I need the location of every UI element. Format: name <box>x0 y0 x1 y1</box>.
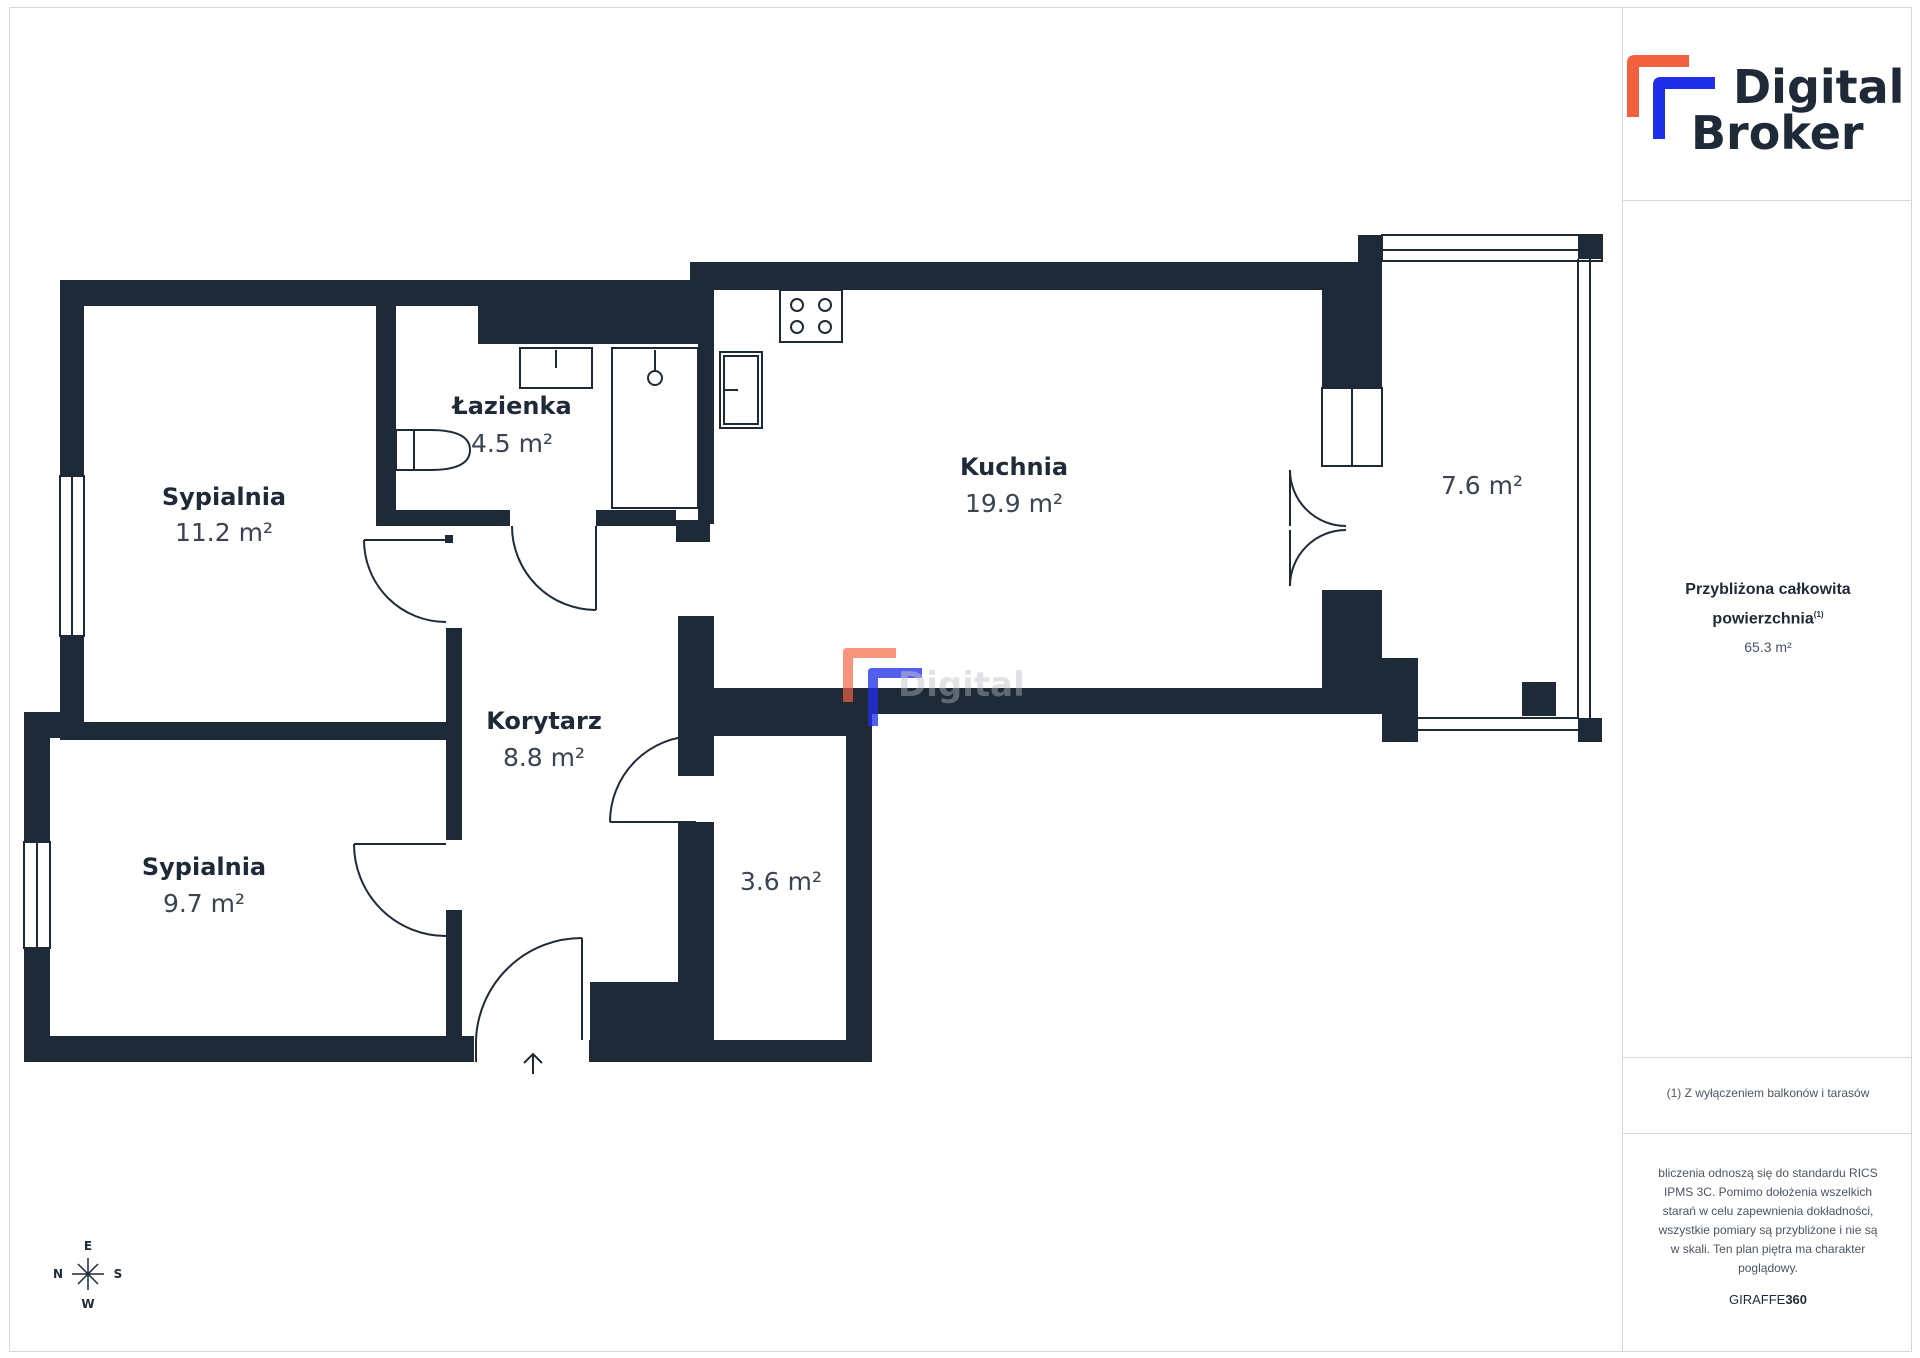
room-label-bedroom-2: Sypialnia <box>142 853 266 881</box>
brand-prefix: GIRAFFE <box>1728 1292 1786 1307</box>
compass-right: S <box>114 1267 123 1281</box>
area-summary: Przybliżona całkowita powierzchnia(1) 65… <box>1623 577 1913 655</box>
room-area-kitchen: 19.9 m² <box>965 489 1063 518</box>
watermark-text: Digital <box>898 665 1025 705</box>
compass-icon: E N S W <box>53 1239 122 1311</box>
sidebar: Digital Broker Przybliżona całkowita pow… <box>1622 7 1912 1352</box>
entrance-arrow-icon <box>523 1052 543 1074</box>
summary-value: 65.3 m² <box>1744 639 1792 656</box>
doors <box>353 469 1347 1062</box>
logo-mark-orange <box>1627 55 1689 117</box>
floor-plan: Digital Sypialnia 11.2 m² Łazienka 4.5 m… <box>23 234 1603 1311</box>
summary-footnote-mark: (1) <box>1813 610 1824 619</box>
room-area-balcony: 7.6 m² <box>1441 471 1523 500</box>
logo-text-broker: Broker <box>1691 106 1864 160</box>
footnote: (1) Z wyłączeniem balkonów i tarasów <box>1666 1086 1870 1100</box>
summary-title-line1: Przybliżona całkowita <box>1685 581 1851 598</box>
room-label-bedroom-1: Sypialnia <box>162 483 286 511</box>
compass-top: E <box>84 1239 92 1253</box>
balcony-window <box>1321 387 1383 467</box>
window-lines <box>36 476 73 948</box>
room-area-storage: 3.6 m² <box>740 867 822 896</box>
room-area-corridor: 8.8 m² <box>503 743 585 772</box>
summary-title: Przybliżona całkowita powierzchnia(1) <box>1623 577 1913 631</box>
sidebar-divider <box>1623 200 1912 201</box>
watermark-logo: Digital <box>843 648 1025 726</box>
compass-bottom: W <box>81 1297 94 1311</box>
room-area-bedroom-2: 9.7 m² <box>163 889 245 918</box>
summary-title-line2: powierzchnia <box>1712 610 1814 628</box>
logo-mark-blue <box>1653 77 1715 139</box>
walls <box>24 235 1602 1062</box>
sheet-border <box>9 7 1912 1352</box>
room-area-bedroom-1: 11.2 m² <box>175 518 273 547</box>
room-area-bathroom: 4.5 m² <box>471 429 553 458</box>
room-label-bathroom: Łazienka <box>450 392 571 420</box>
stove-icon <box>779 289 843 343</box>
disclaimer: bliczenia odnoszą się do standardu RICS … <box>1658 1166 1878 1275</box>
logo-text-digital: Digital <box>1733 60 1904 114</box>
room-label-corridor: Korytarz <box>486 707 602 735</box>
sidebar-divider <box>1623 1057 1912 1058</box>
balcony-railing <box>1381 234 1603 731</box>
fixtures <box>395 289 843 509</box>
room-label-kitchen: Kuchnia <box>960 453 1068 481</box>
brand-logo: Digital Broker <box>1623 7 1913 200</box>
toilet-icon <box>395 429 472 471</box>
sidebar-divider <box>1623 1133 1912 1134</box>
compass-left: N <box>53 1267 63 1281</box>
brand-suffix: 360 <box>1785 1292 1808 1307</box>
giraffe-brand: GIRAFFE360 <box>1623 1292 1913 1307</box>
